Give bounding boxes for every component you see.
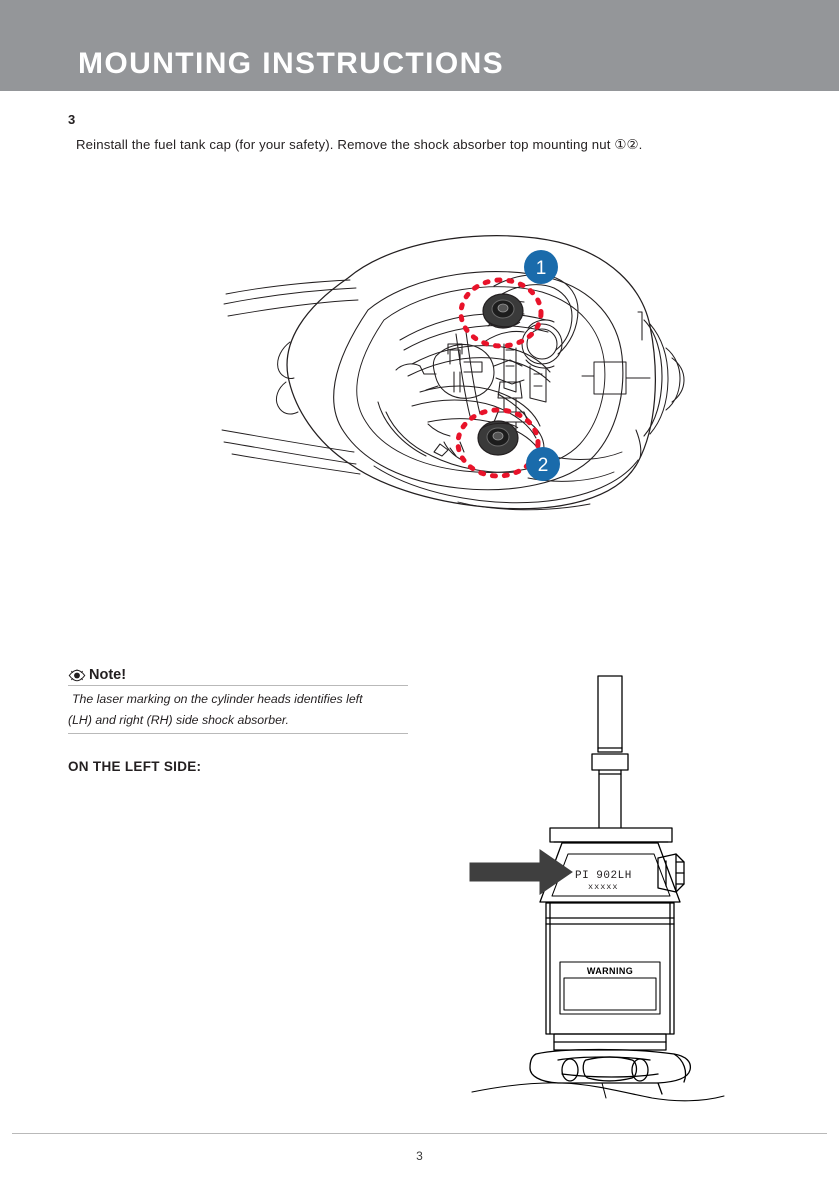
callout-badge-1-label: 1 bbox=[536, 258, 547, 279]
pointer-arrow-icon bbox=[469, 849, 573, 895]
step-number: 3 bbox=[68, 112, 76, 127]
note-body-line-2: (LH) and right (RH) side shock absorber. bbox=[68, 712, 289, 727]
warning-decal-label: WARNING bbox=[587, 966, 633, 976]
note-block: Note! The laser marking on the cylinder … bbox=[68, 668, 408, 734]
page-header-band: MOUNTING INSTRUCTIONS bbox=[0, 0, 839, 91]
eye-icon bbox=[68, 669, 86, 682]
note-body-line-1: The laser marking on the cylinder heads … bbox=[72, 691, 363, 706]
note-divider-bottom bbox=[68, 732, 408, 734]
page-title: MOUNTING INSTRUCTIONS bbox=[78, 47, 505, 80]
callout-ref-1: ① bbox=[614, 137, 627, 152]
section-heading-left-side: ON THE LEFT SIDE: bbox=[68, 759, 202, 774]
callout-badge-2-label: 2 bbox=[538, 455, 549, 476]
note-title: Note! bbox=[89, 667, 127, 683]
note-body: The laser marking on the cylinder heads … bbox=[68, 686, 408, 733]
note-header: Note! bbox=[68, 668, 408, 685]
highlight-circle-2 bbox=[455, 407, 541, 479]
callout-ref-2: ② bbox=[626, 137, 639, 152]
callout-badge-2: 2 bbox=[526, 447, 560, 481]
note-divider-top bbox=[68, 684, 408, 686]
step-instruction-period: . bbox=[638, 137, 643, 152]
page-number: 3 bbox=[416, 1149, 423, 1163]
step-instruction-text: Reinstall the fuel tank cap (for your sa… bbox=[76, 137, 642, 153]
mounting-nut-2-graphic bbox=[477, 420, 519, 456]
highlight-circle-1 bbox=[458, 277, 544, 349]
footer-divider bbox=[12, 1133, 827, 1134]
callout-badge-1: 1 bbox=[524, 250, 558, 284]
laser-marking-subtext: xxxxx bbox=[588, 882, 619, 892]
laser-marking-text: PI 902LH bbox=[575, 870, 632, 882]
shock-absorber-illustration: PI 902LH xxxxx WARNING bbox=[469, 675, 725, 1102]
step-instruction-main: Reinstall the fuel tank cap (for your sa… bbox=[76, 137, 615, 152]
engine-bay-linework bbox=[221, 235, 685, 511]
engine-bay-illustration: 1 2 bbox=[221, 235, 685, 511]
mounting-nut-1-graphic bbox=[482, 293, 524, 329]
